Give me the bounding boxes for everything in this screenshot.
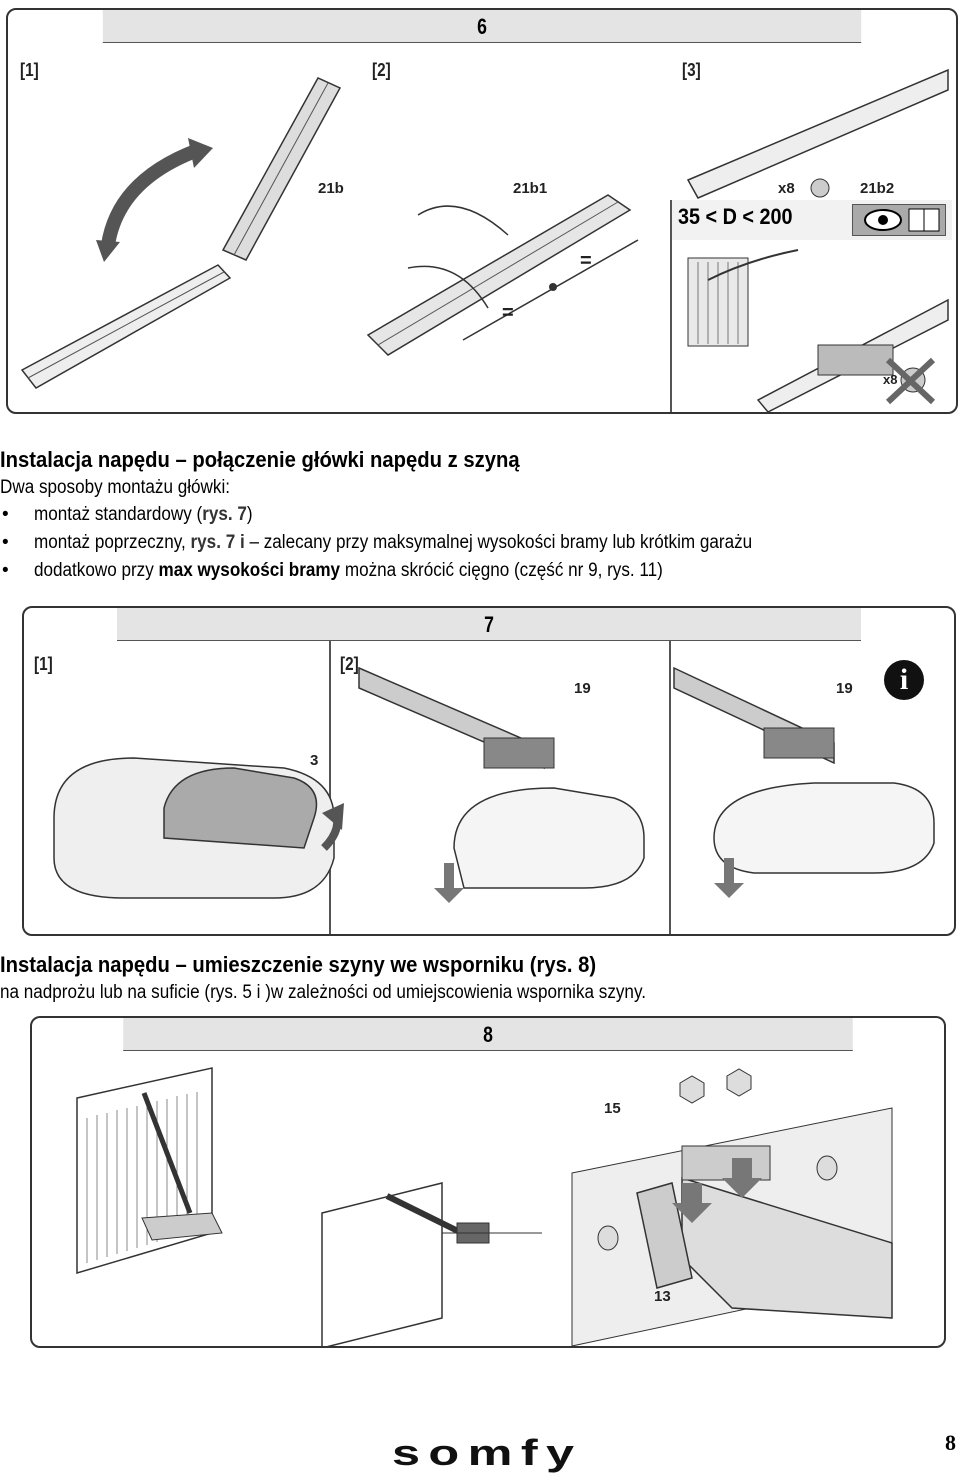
figure-8-panel: 8 15 13 xyxy=(30,1016,946,1348)
fig7-sub-1: [1] xyxy=(34,654,53,674)
page-number: 8 xyxy=(945,1430,956,1455)
figure-6-divider xyxy=(670,200,672,412)
callout-19-a: 19 xyxy=(574,680,591,697)
eye-book-icon xyxy=(852,204,946,236)
bullet-2-text: montaż poprzeczny, rys. 7 i – zalecany p… xyxy=(34,532,753,553)
callout-15: 15 xyxy=(604,1100,621,1117)
bullet-3-text: dodatkowo przy max wysokości bramy można… xyxy=(34,560,663,581)
callout-19-b: 19 xyxy=(836,680,853,697)
figure-6-panel: 6 [1] [2] [3] xyxy=(6,8,958,414)
callout-x8-crossed: x8 xyxy=(883,372,898,387)
distance-range-label: 35 < D < 200 xyxy=(678,204,793,229)
figure-7-number: 7 xyxy=(117,608,861,641)
fig6-sub-1: [1] xyxy=(20,60,39,80)
bullet-2: • xyxy=(2,532,9,553)
callout-x8: x8 xyxy=(778,180,795,197)
figure-6-illustration xyxy=(20,68,949,412)
callout-3: 3 xyxy=(310,752,319,769)
fig7-sub-2: [2] xyxy=(340,654,359,674)
figure-7-illustration xyxy=(53,666,935,903)
equal-mark-2: = xyxy=(502,302,514,324)
info-icon: i xyxy=(884,660,924,700)
bullet-1: • xyxy=(2,504,9,525)
distance-range-box: 35 < D < 200 xyxy=(672,200,952,240)
figure-7-divider-1 xyxy=(329,640,331,934)
bullet-1-text: montaż standardowy (rys. 7) xyxy=(34,504,253,525)
somfy-logo: somfy xyxy=(392,1432,583,1473)
figure-8-illustration xyxy=(76,1067,893,1346)
callout-21b2: 21b2 xyxy=(860,180,895,197)
fig6-sub-3: [3] xyxy=(682,60,701,80)
callout-13: 13 xyxy=(654,1288,671,1305)
section-1-heading: Instalacja napędu – połączenie główki na… xyxy=(0,447,520,472)
callout-21b1: 21b1 xyxy=(513,180,548,197)
figure-6-number: 6 xyxy=(102,10,862,43)
fig6-sub-2: [2] xyxy=(372,60,391,80)
figure-7-divider-2 xyxy=(669,640,671,934)
equal-mark-1: = xyxy=(580,250,592,272)
section-1-intro: Dwa sposoby montażu główki: xyxy=(0,477,231,498)
bullet-3: • xyxy=(2,560,9,581)
callout-21b: 21b xyxy=(318,180,344,197)
section-2-heading: Instalacja napędu – umieszczenie szyny w… xyxy=(0,952,597,977)
figure-8-number: 8 xyxy=(123,1018,853,1051)
section-2-line: na nadprożu lub na suficie (rys. 5 i )w … xyxy=(0,982,646,1003)
figure-7-panel: 7 [1] [2] 3 19 19 i xyxy=(22,606,956,936)
